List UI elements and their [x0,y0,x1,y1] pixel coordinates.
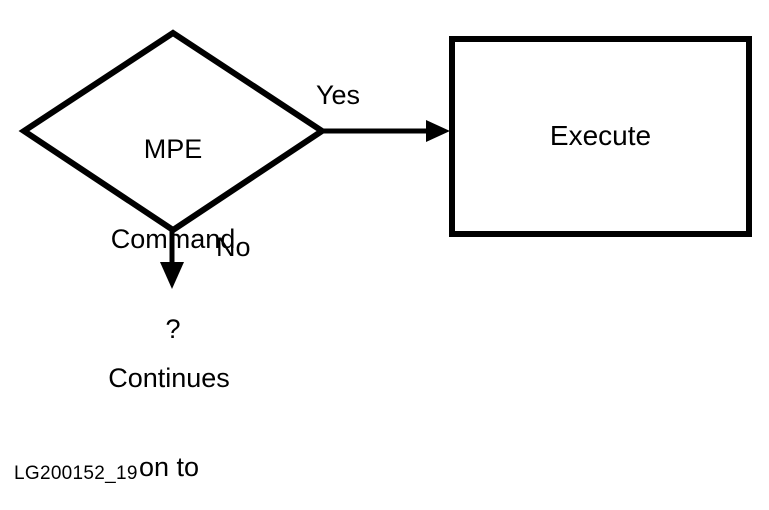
process-node-label: Execute [549,120,652,151]
continuation-text: Continues on to File Directory [19,311,319,510]
yes-branch-label: Yes [316,80,361,110]
decision-node-label: MPE Command ? [24,82,322,397]
no-edge-arrowhead [160,262,184,289]
decision-label-line-2: Command [110,224,236,254]
no-branch-label: No [216,232,251,262]
decision-label-line-3: ? [165,314,181,344]
continuation-line-2: on to [138,452,200,482]
decision-label-line-1: MPE [143,134,203,164]
figure-caption: LG200152_19 [14,463,138,484]
yes-edge-arrowhead [426,120,450,142]
continuation-line-1: Continues [108,363,230,393]
process-rectangle[interactable] [449,36,752,237]
